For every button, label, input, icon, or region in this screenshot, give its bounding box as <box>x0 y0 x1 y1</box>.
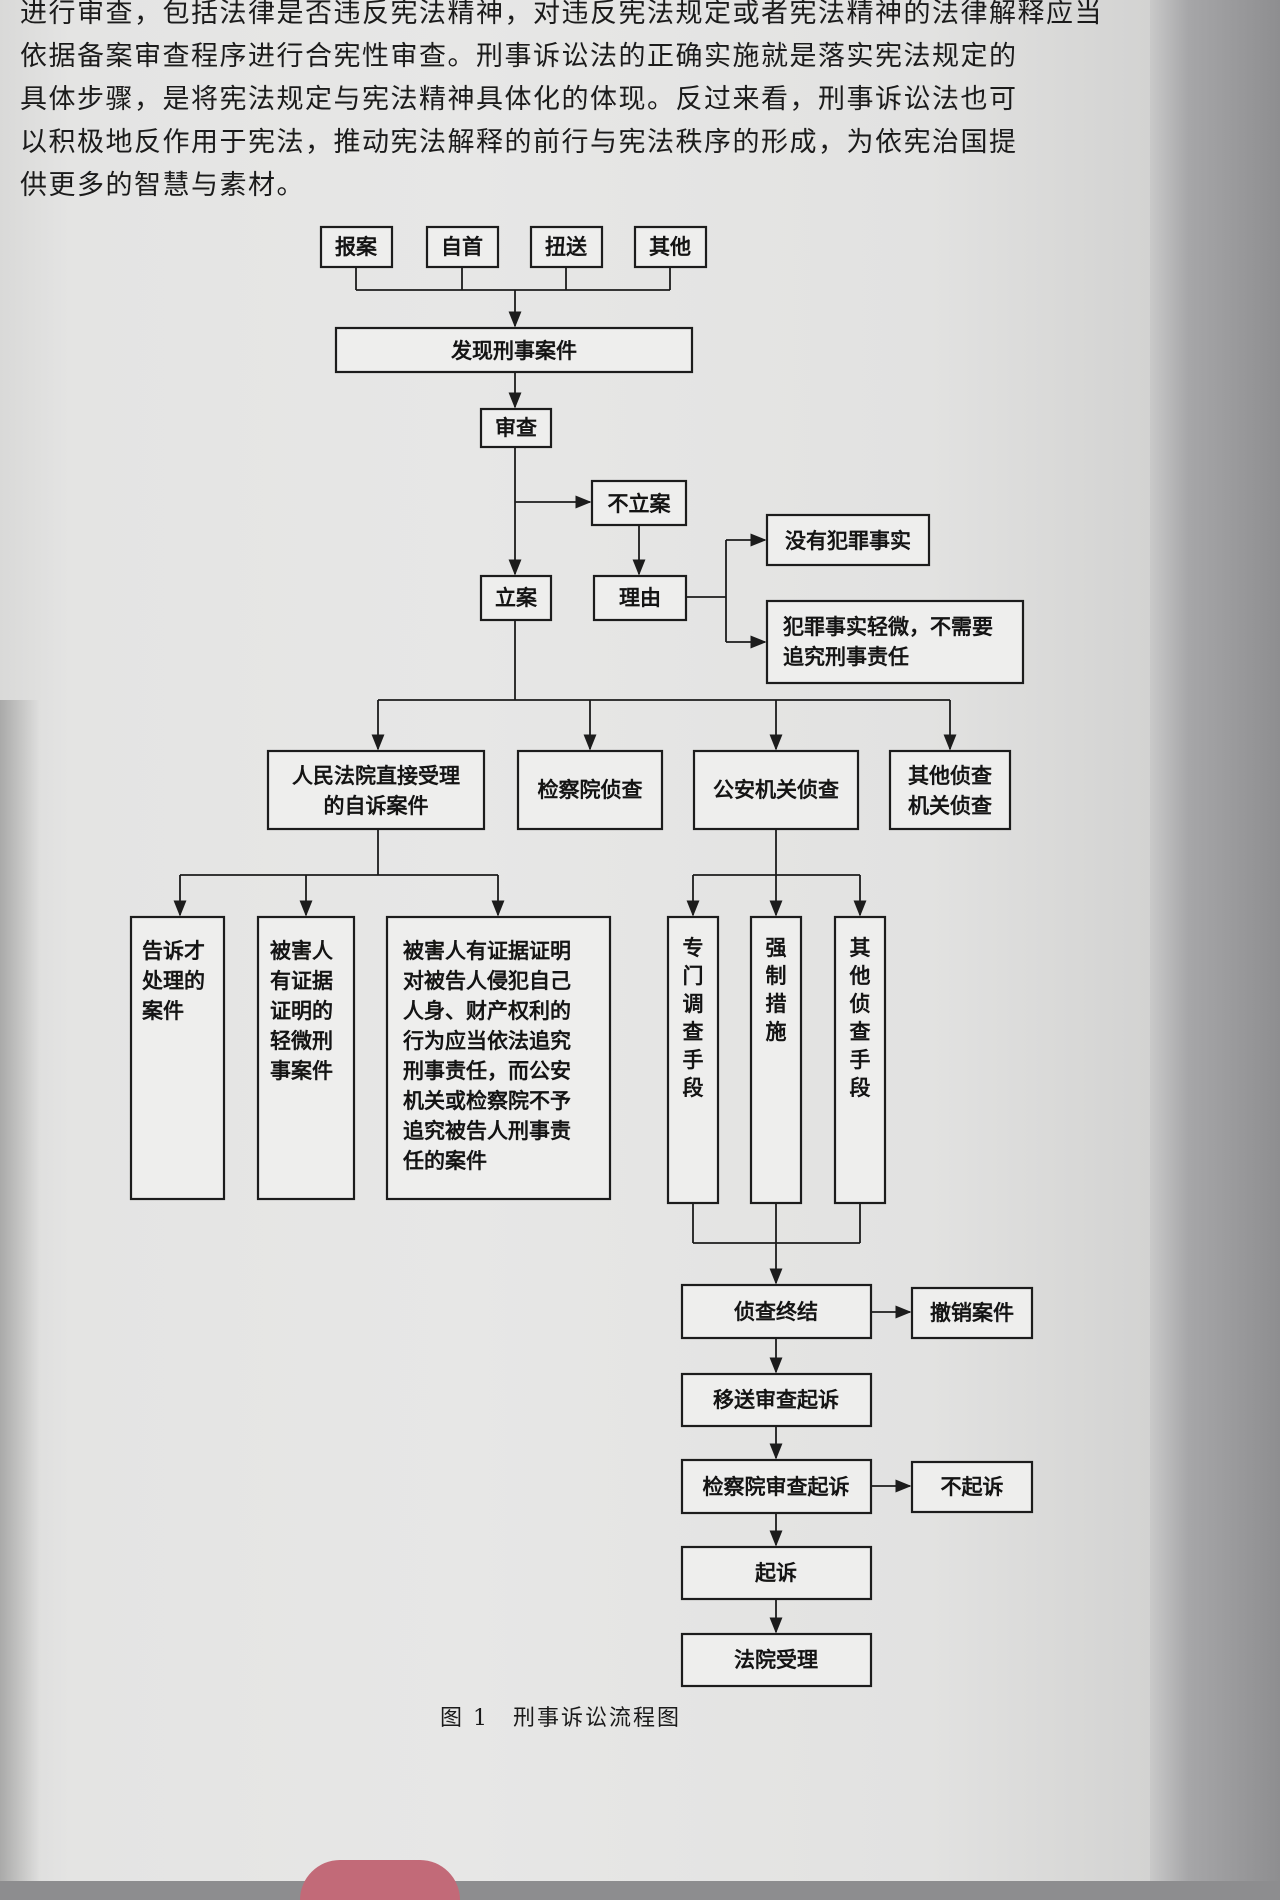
box-label: 被害人有证据证明 <box>403 939 571 963</box>
box-discover-case <box>334 326 694 374</box>
criminal-procedure-flowchart: 报案 自首 扭送 其他 发现刑事案件 审查 不立案 立案 理由 没有犯罪事实 犯… <box>129 225 1034 1688</box>
box-label: 门 <box>683 964 704 988</box>
box-procuratorate-investigation <box>516 749 664 831</box>
paragraph-line: 供更多的智慧与素材。 <box>20 170 305 201</box>
box-other-means <box>833 915 887 1205</box>
box-label: 其 <box>850 936 871 960</box>
box-label: 查 <box>683 1020 704 1044</box>
box-label: 犯罪事实轻微，不需要 <box>782 615 993 639</box>
box-label: 检察院侦查 <box>538 778 643 802</box>
box-court-accept <box>680 1632 873 1688</box>
box-label: 手 <box>850 1048 871 1072</box>
box-label: 侦 <box>850 992 871 1016</box>
box-label: 人身、财产权利的 <box>403 999 571 1023</box>
box-escort <box>529 225 604 269</box>
box-label: 侦查终结 <box>734 1300 818 1324</box>
box-label: 告诉才 <box>142 939 205 963</box>
box-label: 他 <box>849 964 871 988</box>
box-procuratorate-review <box>680 1458 873 1515</box>
box-label: 制 <box>766 964 787 988</box>
box-investigation-end <box>680 1283 873 1340</box>
box-label: 其他侦查 <box>908 764 992 788</box>
box-label: 审查 <box>495 416 537 440</box>
box-report <box>319 225 394 269</box>
box-label: 人民法院直接受理 <box>292 764 460 788</box>
box-complaint-only <box>129 915 226 1201</box>
box-review <box>479 407 553 449</box>
box-label: 检察院审查起诉 <box>703 1475 850 1499</box>
finger-shadow <box>300 1860 460 1900</box>
paragraph-line: 依据备案审查程序进行合宪性审查。刑事诉讼法的正确实施就是落实宪法规定的 <box>20 41 1018 72</box>
box-label: 查 <box>850 1020 871 1044</box>
box-label: 理由 <box>619 586 661 610</box>
box-label: 施 <box>766 1020 787 1044</box>
box-label: 撤销案件 <box>930 1301 1014 1325</box>
paragraph-line: 具体步骤，是将宪法规定与宪法精神具体化的体现。反过来看，刑事诉讼法也可 <box>20 84 1018 115</box>
box-other-source <box>633 225 708 269</box>
box-label: 起诉 <box>754 1561 797 1585</box>
box-label: 的自诉案件 <box>324 794 429 818</box>
box-label: 移送审查起诉 <box>713 1388 839 1412</box>
connectors <box>173 267 957 1634</box>
box-label: 其他 <box>649 235 691 259</box>
box-label: 机关或检察院不予 <box>403 1089 571 1113</box>
box-label: 不起诉 <box>941 1475 1004 1499</box>
box-label: 轻微刑 <box>270 1029 333 1053</box>
page-shadow <box>0 700 40 1881</box>
box-label: 措 <box>766 992 787 1016</box>
box-label: 有证据 <box>270 969 333 993</box>
box-no-criminal-fact <box>765 513 931 567</box>
box-label: 立案 <box>495 586 538 610</box>
box-label: 段 <box>683 1076 704 1100</box>
box-label: 调 <box>683 992 704 1016</box>
box-filing <box>479 574 553 622</box>
box-label: 没有犯罪事实 <box>785 529 911 553</box>
box-police-investigation <box>692 749 860 831</box>
box-label: 自首 <box>441 235 483 259</box>
box-other-investigation <box>888 749 1012 831</box>
box-label: 手 <box>683 1048 704 1072</box>
box-label: 对被告人侵犯自己 <box>403 969 571 993</box>
box-no-prosecution <box>910 1460 1034 1514</box>
box-coercive-measures <box>749 915 803 1205</box>
box-revoke-case <box>910 1286 1034 1340</box>
box-label: 法院受理 <box>734 1648 818 1672</box>
box-label: 段 <box>850 1076 871 1100</box>
box-label: 任的案件 <box>402 1149 487 1173</box>
box-label: 处理的 <box>141 969 205 993</box>
box-label: 报案 <box>335 235 378 259</box>
box-victim-not-pursued <box>385 915 612 1201</box>
box-label: 刑事责任，而公安 <box>403 1059 571 1083</box>
box-surrender <box>425 225 500 269</box>
box-label: 扭送 <box>545 235 588 259</box>
box-no-filing <box>590 479 688 527</box>
paragraph-line: 进行审查，包括法律是否违反宪法精神，对违反宪法规定或者宪法精神的法律解释应当 <box>20 0 1103 29</box>
box-label: 事案件 <box>270 1059 333 1083</box>
box-label: 机关侦查 <box>908 794 992 818</box>
box-transfer-review <box>680 1372 873 1428</box>
figure-caption: 图 1 刑事诉讼流程图 <box>440 1706 681 1731</box>
box-label: 追究刑事责任 <box>783 645 909 669</box>
box-special-means <box>666 915 720 1205</box>
box-label: 不立案 <box>608 492 672 516</box>
flow-boxes: 报案 自首 扭送 其他 发现刑事案件 审查 不立案 立案 理由 没有犯罪事实 犯… <box>129 225 1034 1688</box>
box-label: 强 <box>766 936 787 960</box>
box-label: 证明的 <box>270 999 333 1023</box>
box-label: 专 <box>683 936 704 960</box>
box-label: 案件 <box>141 999 184 1023</box>
box-label: 公安机关侦查 <box>713 778 839 802</box>
box-prosecution <box>680 1545 873 1601</box>
box-victim-evidence <box>256 915 356 1201</box>
box-label: 追究被告人刑事责 <box>403 1119 571 1143</box>
box-label: 行为应当依法追究 <box>402 1029 571 1053</box>
box-reason <box>592 574 688 622</box>
box-label: 被害人 <box>270 939 333 963</box>
box-court-private <box>266 749 486 831</box>
paragraph-line: 以积极地反作用于宪法，推动宪法解释的前行与宪法秩序的形成，为依宪治国提 <box>20 127 1018 158</box>
body-paragraph: 进行审查，包括法律是否违反宪法精神，对违反宪法规定或者宪法精神的法律解释应当 依… <box>20 0 1130 207</box>
page-edge <box>1150 0 1280 1881</box>
box-label: 发现刑事案件 <box>450 339 577 363</box>
box-minor-fact <box>765 599 1025 685</box>
